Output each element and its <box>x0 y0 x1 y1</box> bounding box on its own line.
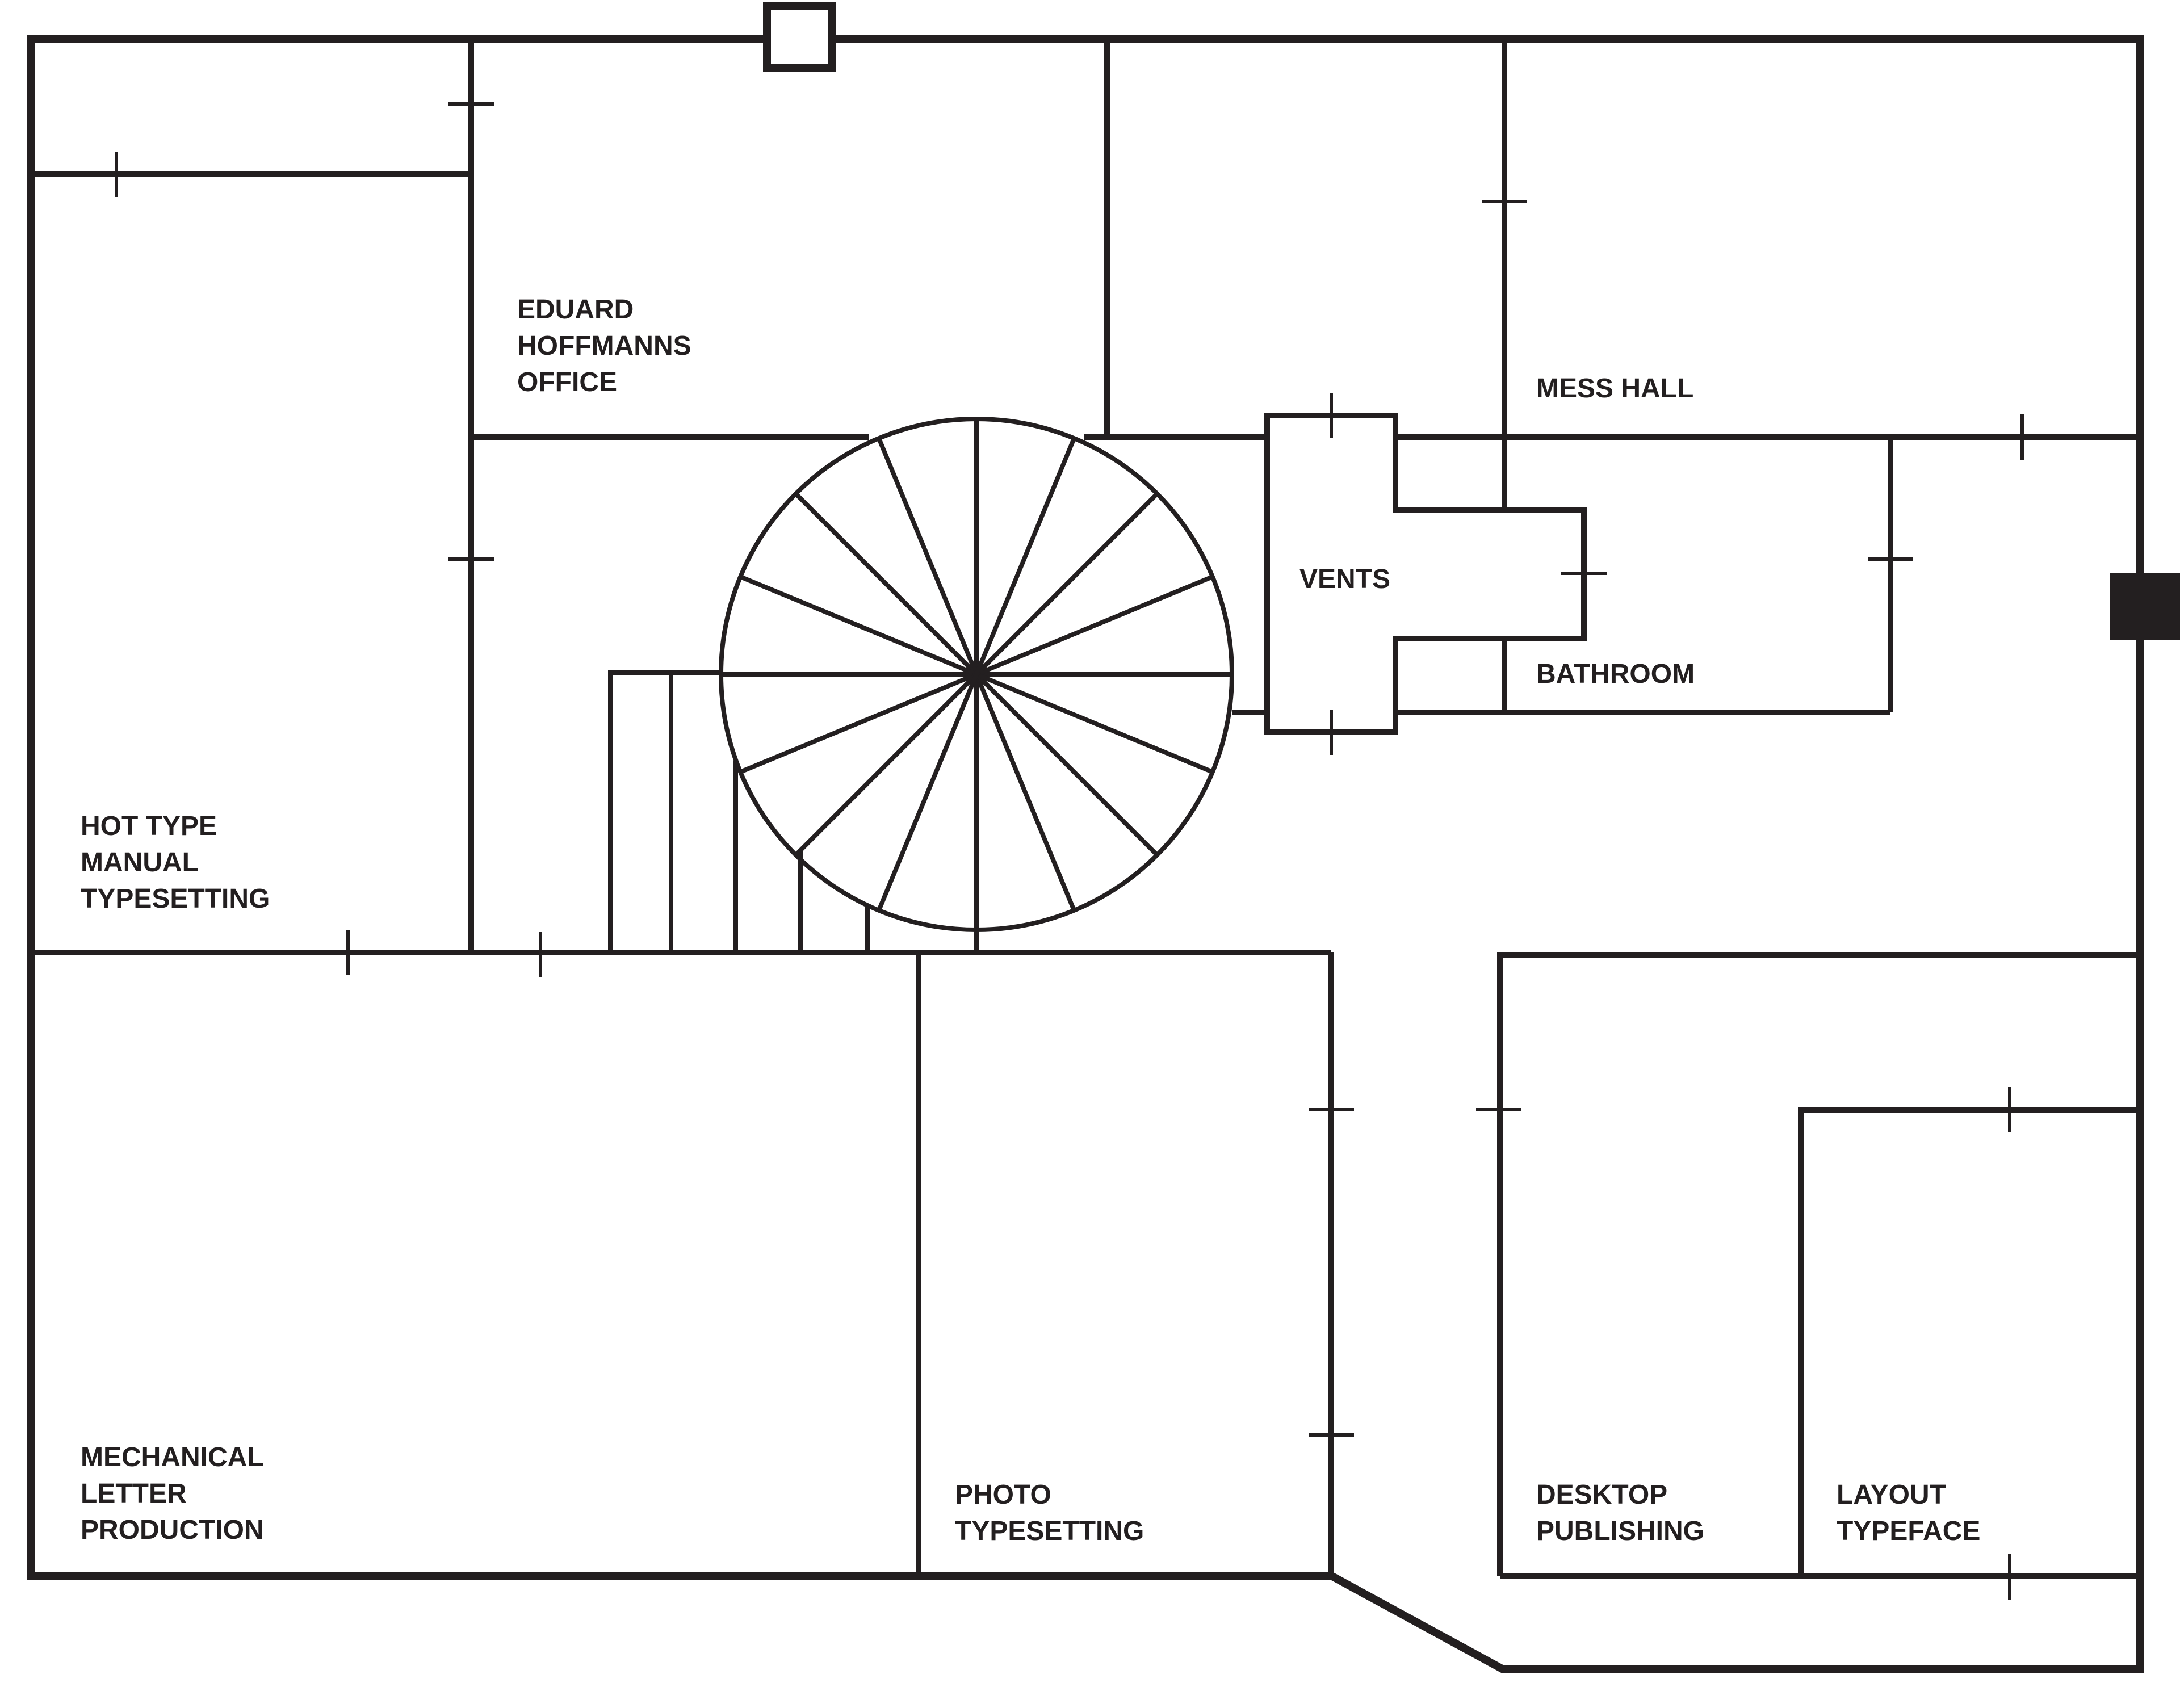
label-hot-type-line3: TYPESETTING <box>81 884 270 914</box>
roof-hatch <box>763 2 836 72</box>
label-hot-type-line2: MANUAL <box>81 847 198 878</box>
label-hot-type-line1: HOT TYPE <box>81 811 217 841</box>
outer-wall <box>27 35 2144 1673</box>
label-layout-line2: TYPEFACE <box>1837 1516 1980 1546</box>
label-vents: VENTS <box>1299 564 1390 594</box>
label-layout-line1: LAYOUT <box>1837 1480 1946 1510</box>
interior-walls <box>31 39 2140 1579</box>
label-office-line2: HOFFMANNS <box>517 331 691 361</box>
label-office-line1: EDUARD <box>517 295 634 325</box>
label-photo-line1: PHOTO <box>955 1480 1051 1510</box>
label-layout: LAYOUT TYPEFACE <box>1837 1480 1980 1546</box>
label-mechanical: MECHANICAL LETTER PRODUCTION <box>81 1442 271 1545</box>
label-vents-line1: VENTS <box>1299 564 1390 594</box>
exit-block <box>2110 573 2180 640</box>
label-mechanical-line3: PRODUCTION <box>81 1515 264 1545</box>
label-mechanical-line1: MECHANICAL <box>81 1442 263 1472</box>
label-desktop: DESKTOP PUBLISHING <box>1536 1480 1704 1546</box>
label-office: EDUARD HOFFMANNS OFFICE <box>517 295 699 397</box>
label-mess-hall-line1: MESS HALL <box>1536 374 1693 404</box>
spiral-staircase <box>719 417 1234 952</box>
label-hot-type: HOT TYPE MANUAL TYPESETTING <box>81 811 270 914</box>
label-bathroom-line1: BATHROOM <box>1536 659 1695 689</box>
stair-treads <box>608 670 870 952</box>
label-photo-line2: TYPESETTING <box>955 1516 1144 1546</box>
label-mess-hall: MESS HALL <box>1536 374 1693 404</box>
label-mechanical-line2: LETTER <box>81 1479 187 1509</box>
label-desktop-line1: DESKTOP <box>1536 1480 1667 1510</box>
label-photo: PHOTO TYPESETTING <box>955 1480 1144 1546</box>
label-bathroom: BATHROOM <box>1536 659 1695 689</box>
label-desktop-line2: PUBLISHING <box>1536 1516 1704 1546</box>
label-office-line3: OFFICE <box>517 367 617 397</box>
door-marks <box>115 102 2024 1600</box>
